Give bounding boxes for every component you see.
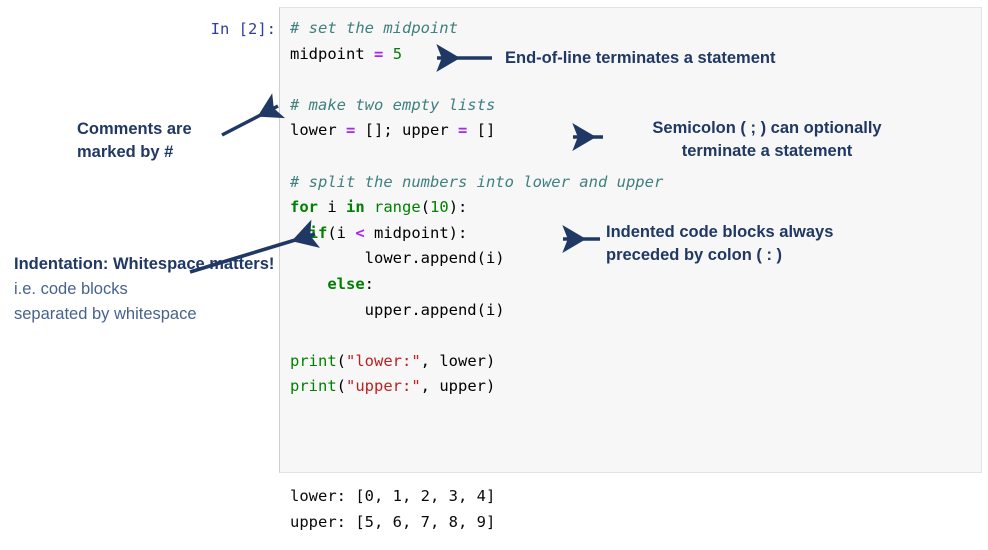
code-token-keyword: in — [346, 198, 365, 217]
cell-output-text: lower: [0, 1, 2, 3, 4] upper: [5, 6, 7, 8… — [290, 484, 495, 535]
code-line — [290, 67, 663, 93]
code-token-plain: i — [318, 198, 346, 217]
output-line: upper: [5, 6, 7, 8, 9] — [290, 512, 496, 531]
input-prompt-label: In [2]: — [210, 20, 276, 38]
code-line: print("lower:", lower) — [290, 349, 663, 375]
code-token-plain: lower.append(i) — [290, 249, 505, 268]
code-token-plain: : — [364, 274, 374, 293]
annotation-semicolon: Semicolon ( ; ) can optionally terminate… — [611, 117, 923, 163]
code-token-operator: < — [355, 223, 365, 242]
code-token-plain — [290, 224, 309, 242]
code-token-operator: = — [346, 121, 356, 140]
code-token-operator: = — [458, 121, 468, 140]
annotation-semicolon-line1: Semicolon ( ; ) can optionally — [652, 119, 882, 137]
code-token-plain: [] — [467, 121, 496, 140]
annotation-end-of-line: End-of-line terminates a statement — [505, 47, 775, 70]
code-token-comment: # make two empty lists — [290, 95, 496, 114]
code-line: print("upper:", upper) — [290, 374, 663, 400]
annotation-comments-line1: Comments are — [77, 120, 192, 138]
code-token-string: "upper:" — [346, 377, 421, 396]
code-token-number: 10 — [430, 198, 449, 217]
code-line — [290, 323, 663, 349]
code-line: midpoint = 5 — [290, 42, 663, 68]
code-token-keyword: else — [327, 274, 365, 293]
code-line: lower = []; upper = [] — [290, 118, 663, 144]
code-line: if(i < midpoint): — [290, 221, 663, 247]
code-token-builtin: range — [374, 198, 421, 217]
code-token-plain: ( — [420, 198, 431, 217]
code-token-plain: midpoint): — [364, 223, 468, 242]
code-line: # set the midpoint — [290, 16, 663, 42]
code-line: # make two empty lists — [290, 93, 663, 119]
annotation-whitespace: Indentation: Whitespace matters! i.e. co… — [14, 252, 282, 327]
code-token-keyword: for — [290, 198, 318, 217]
annotation-comments: Comments are marked by # — [77, 118, 267, 164]
code-token-keyword: if — [308, 223, 328, 242]
annotation-indented-blocks: Indented code blocks always preceded by … — [606, 221, 916, 267]
code-token-operator: = — [374, 44, 384, 63]
code-token-builtin: print — [290, 377, 337, 396]
output-line: lower: [0, 1, 2, 3, 4] — [290, 487, 496, 505]
annotation-semicolon-line2: terminate a statement — [681, 142, 853, 160]
code-token-plain: , lower) — [420, 351, 496, 370]
annotation-indented-blocks-line2: preceded by colon ( : ) — [606, 246, 783, 264]
code-token-plain — [365, 198, 374, 216]
code-token-plain: midpoint — [290, 44, 374, 63]
code-token-comment: # split the numbers into lower and upper — [290, 172, 664, 191]
code-line: lower.append(i) — [290, 246, 663, 272]
code-token-plain — [383, 45, 392, 63]
code-line: upper.append(i) — [290, 298, 663, 324]
code-token-plain: , upper) — [420, 377, 496, 396]
code-token-plain: upper.append(i) — [290, 300, 505, 319]
code-editor-content[interactable]: # set the midpoint midpoint = 5 # make two… — [290, 16, 663, 400]
code-line — [290, 144, 663, 170]
code-line: else: — [290, 272, 663, 298]
code-token-plain — [290, 275, 327, 293]
code-cell-panel[interactable] — [279, 7, 982, 473]
annotation-whitespace-bold: Indentation: Whitespace matters! — [14, 255, 275, 273]
code-token-plain: lower — [290, 121, 346, 140]
code-token-comment: # set the midpoint — [290, 19, 458, 37]
code-token-number: 5 — [392, 44, 403, 63]
annotation-comments-line2: marked by # — [77, 143, 174, 161]
code-token-plain: (i — [327, 223, 356, 242]
annotation-whitespace-rest-line2: separated by whitespace — [14, 305, 197, 323]
code-token-plain: ( — [336, 377, 347, 396]
code-token-plain: ): — [448, 198, 468, 217]
code-token-builtin: print — [290, 351, 337, 370]
code-line: # split the numbers into lower and upper — [290, 170, 663, 196]
code-token-plain: []; upper — [355, 121, 458, 140]
annotation-indented-blocks-line1: Indented code blocks always — [606, 223, 834, 241]
annotation-end-of-line-text: End-of-line terminates a statement — [505, 49, 776, 67]
annotation-whitespace-rest-line1: i.e. code blocks — [14, 280, 128, 298]
code-token-string: "lower:" — [346, 351, 421, 370]
code-token-plain: ( — [336, 351, 347, 370]
code-line: for i in range(10): — [290, 195, 663, 221]
